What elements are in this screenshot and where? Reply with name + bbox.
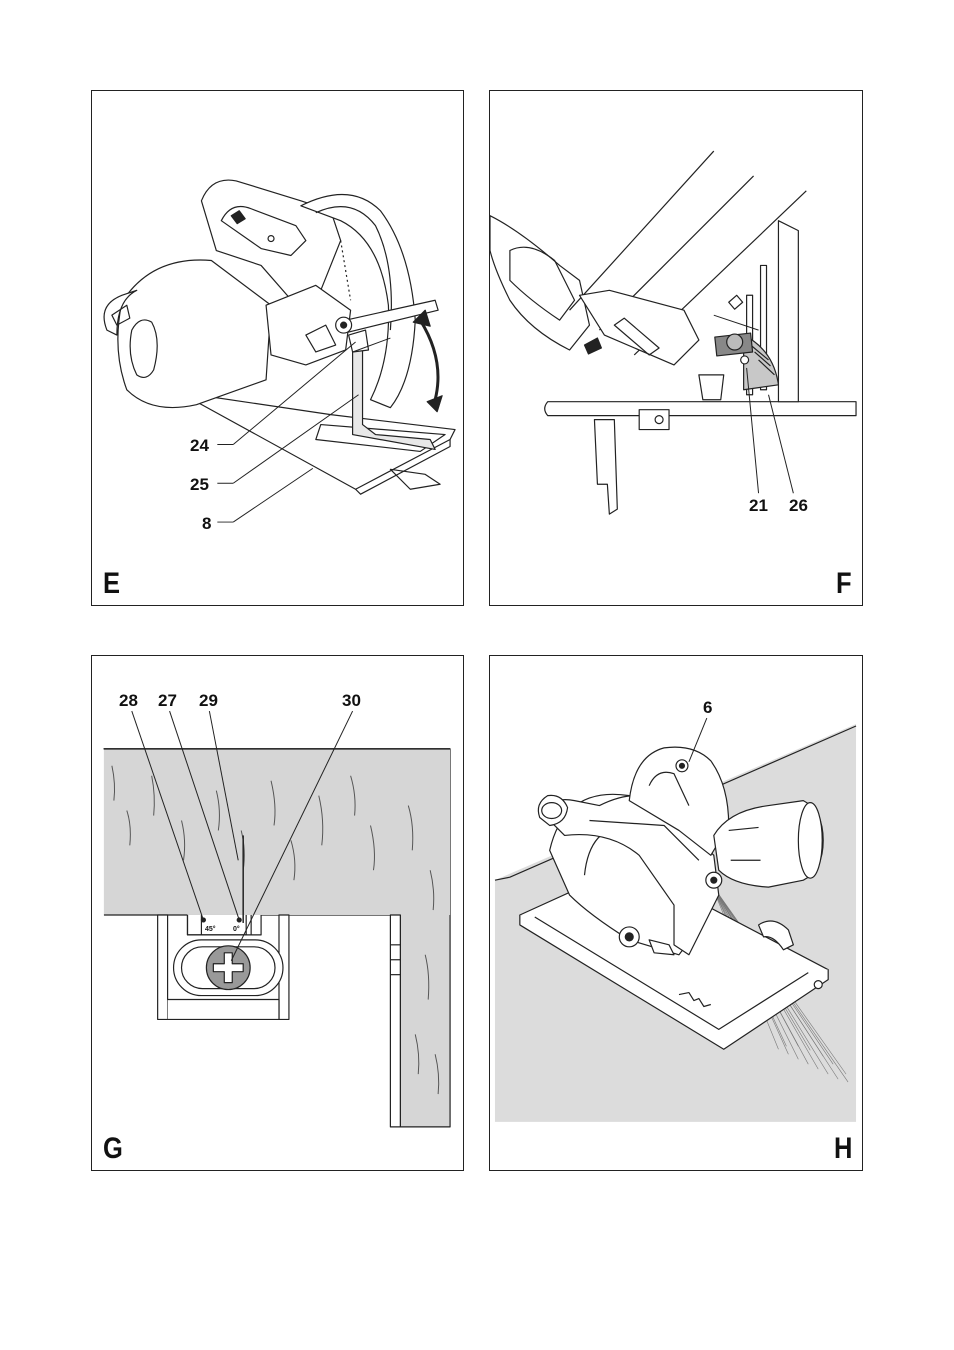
callout-26: 26 <box>789 497 808 514</box>
callout-21: 21 <box>749 497 768 514</box>
callout-28: 28 <box>119 692 138 709</box>
scale-label-45: 45° <box>205 926 216 933</box>
callout-27: 27 <box>158 692 177 709</box>
callout-8: 8 <box>202 515 211 532</box>
panel-letter-g: G <box>103 1134 123 1164</box>
figure-panel-g: 28 27 29 30 45° 0° G <box>91 655 464 1171</box>
bevel-scale-illustration <box>490 91 862 605</box>
circular-saw-bevel-illustration <box>92 91 463 605</box>
panel-letter-f: F <box>836 569 852 599</box>
callout-24: 24 <box>190 437 209 454</box>
callout-29: 29 <box>199 692 218 709</box>
callout-6: 6 <box>703 699 712 716</box>
saw-laser-illustration <box>490 656 862 1170</box>
callout-25: 25 <box>190 476 209 493</box>
panel-letter-h: H <box>834 1134 852 1164</box>
figure-panel-e: 24 25 8 E <box>91 90 464 606</box>
figure-panel-f: 21 26 F <box>489 90 863 606</box>
panel-letter-e: E <box>103 569 120 599</box>
cutting-guide-illustration <box>92 656 463 1170</box>
callout-30: 30 <box>342 692 361 709</box>
figure-panel-h: 6 H <box>489 655 863 1171</box>
scale-label-0: 0° <box>233 926 240 933</box>
